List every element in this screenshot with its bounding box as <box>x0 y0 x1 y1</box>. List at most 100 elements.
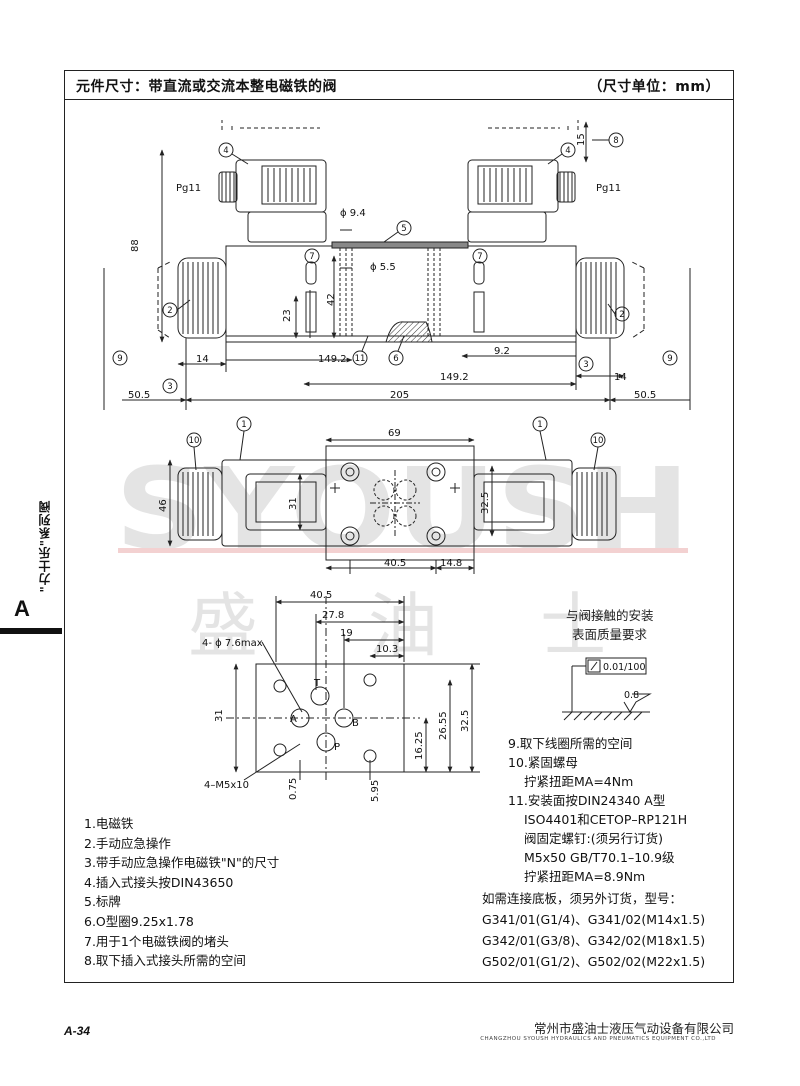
legend-item: 3.带手动应急操作电磁铁"N"的尺寸 <box>84 855 280 871</box>
callout-6: 6 <box>393 354 398 364</box>
holes-spec: 4- ϕ 7.6max <box>202 638 263 649</box>
dim-88: 88 <box>130 239 141 252</box>
port-p: P <box>334 742 340 753</box>
dim-42: 42 <box>326 293 337 306</box>
roughness-value: 0.8 <box>624 690 639 701</box>
company-name-en: CHANGZHOU SYOUSH HYDRAULICS AND PNEUMATI… <box>480 1036 716 1042</box>
callout-1-right: 1 <box>537 420 542 430</box>
dim-27-8: 27.8 <box>322 610 344 621</box>
callout-10-left: 10 <box>189 436 200 446</box>
dim-31-port: 31 <box>214 709 225 722</box>
note-item: 11.安装面按DIN24340 A型 <box>508 793 666 808</box>
dim-32-5-top: 32.5 <box>480 492 491 514</box>
note-item: 阀固定螺钉:(须另行订货) <box>524 831 663 846</box>
section-letter: A <box>14 596 30 621</box>
callout-9-right: 9 <box>667 354 672 364</box>
orders-intro: 如需连接底板，须另外订货，型号： <box>482 891 683 906</box>
callout-2-right: 2 <box>619 310 624 320</box>
surface-title-line1: 与阀接触的安装 <box>566 608 654 623</box>
page-number: A-34 <box>64 1024 91 1038</box>
dim-9-4: ϕ 9.4 <box>340 208 366 219</box>
callout-4-right: 4 <box>565 146 570 156</box>
dim-9-2: 9.2 <box>494 346 510 357</box>
legend-item: 5.标牌 <box>84 894 121 910</box>
watermark-cn-1: 盛 <box>188 585 258 667</box>
legend-item: 7.用于1个电磁铁阀的堵头 <box>84 933 229 949</box>
note-item: 拧紧扭距MA=4Nm <box>524 774 634 789</box>
dim-26-55: 26.55 <box>438 711 449 740</box>
port-view <box>226 596 480 781</box>
callout-3-right: 3 <box>583 360 588 370</box>
note-item: M5x50 GB/T70.1–10.9级 <box>524 850 675 865</box>
callout-11: 11 <box>355 354 366 364</box>
header-bar: 元件尺寸：带直流或交流本整电磁铁的阀 （尺寸单位：mm） <box>64 70 734 100</box>
port-b: B <box>352 718 359 729</box>
legend-item: 4.插入式接头按DIN43650 <box>84 874 234 890</box>
subplate-orders: 如需连接底板，须另外订货，型号： G341/01(G1/4)、G341/02(M… <box>482 888 705 972</box>
dim-50-5-left: 50.5 <box>128 390 150 401</box>
dim-69: 69 <box>388 428 401 439</box>
dim-14-8: 14.8 <box>440 558 462 569</box>
watermark-cn-3: 士 <box>540 585 610 667</box>
front-view <box>103 120 691 410</box>
watermark: SYOUSH 盛 油 士 <box>115 445 690 667</box>
callout-8: 8 <box>613 136 618 146</box>
port-a: A <box>290 714 297 725</box>
watermark-cn-2: 油 <box>368 585 438 667</box>
order-line: G341/01(G1/4)、G341/02(M14x1.5) <box>482 912 706 927</box>
dim-149-2-a: 149.2 <box>318 354 347 365</box>
dim-23: 23 <box>282 309 293 322</box>
note-item: 9.取下线圈所需的空间 <box>508 736 633 751</box>
dim-46: 46 <box>158 499 169 512</box>
legend-item: 2.手动应急操作 <box>84 835 171 851</box>
dim-40-5-top: 40.5 <box>384 558 406 569</box>
header-title: 元件尺寸：带直流或交流本整电磁铁的阀 <box>76 79 337 95</box>
dim-16-25: 16.25 <box>414 731 425 760</box>
dim-19: 19 <box>340 628 353 639</box>
note-item: 10.紧固螺母 <box>508 755 578 770</box>
surface-title-line2: 表面质量要求 <box>572 627 648 642</box>
notes-list: 9.取下线圈所需的空间 10.紧固螺母 拧紧扭距MA=4Nm 11.安装面按DI… <box>508 734 687 886</box>
dim-10-3: 10.3 <box>376 644 398 655</box>
dim-5-5: ϕ 5.5 <box>370 262 396 273</box>
company-name: 常州市盛油士液压气动设备有限公司 <box>533 1021 734 1036</box>
note-item: ISO4401和CETOP–RP121H <box>524 812 688 827</box>
section-bar <box>0 628 62 634</box>
callout-1-left: 1 <box>241 420 246 430</box>
order-line: G502/01(G1/2)、G502/02(M22x1.5) <box>482 954 706 969</box>
dim-15: 15 <box>576 133 587 146</box>
note-item: 拧紧扭距MA=8.9Nm <box>524 869 646 884</box>
dim-149-2-b: 149.2 <box>440 372 469 383</box>
callout-7-right: 7 <box>477 252 482 262</box>
dim-0-75: 0.75 <box>288 778 299 800</box>
header-unit: （尺寸单位：mm） <box>588 79 720 95</box>
callout-10-right: 10 <box>593 436 604 446</box>
surface-title: 与阀接触的安装 表面质量要求 <box>566 606 654 644</box>
pg11-right: Pg11 <box>596 183 621 194</box>
legend-list: 1.电磁铁 2.手动应急操作 3.带手动应急操作电磁铁"N"的尺寸 4.插入式接… <box>84 814 279 971</box>
dim-50-5-right: 50.5 <box>634 390 656 401</box>
dim-32-5-port: 32.5 <box>460 710 471 732</box>
dim-5-95: 5.95 <box>370 780 381 802</box>
callout-7-left: 7 <box>309 252 314 262</box>
callout-9-left: 9 <box>117 354 122 364</box>
callout-3-left: 3 <box>167 382 172 392</box>
legend-item: 8.取下插入式接头所需的空间 <box>84 953 246 969</box>
port-t: T <box>313 678 321 689</box>
pg11-left: Pg11 <box>176 183 201 194</box>
top-view <box>167 437 617 574</box>
dim-31-top: 31 <box>288 497 299 510</box>
callout-4-left: 4 <box>223 146 228 156</box>
callouts <box>112 132 678 471</box>
callout-5: 5 <box>401 224 406 234</box>
flatness-value: 0.01/100 <box>603 662 646 673</box>
dim-14-left: 14 <box>196 354 209 365</box>
order-line: G342/01(G3/8)、G342/02(M18x1.5) <box>482 933 706 948</box>
watermark-latin: SYOUSH <box>115 445 690 575</box>
dim-205: 205 <box>390 390 409 401</box>
surface-requirement <box>562 657 652 721</box>
dim-40-5-port: 40.5 <box>310 590 332 601</box>
legend-item: 1.电磁铁 <box>84 816 134 831</box>
drawing-frame <box>64 70 734 983</box>
